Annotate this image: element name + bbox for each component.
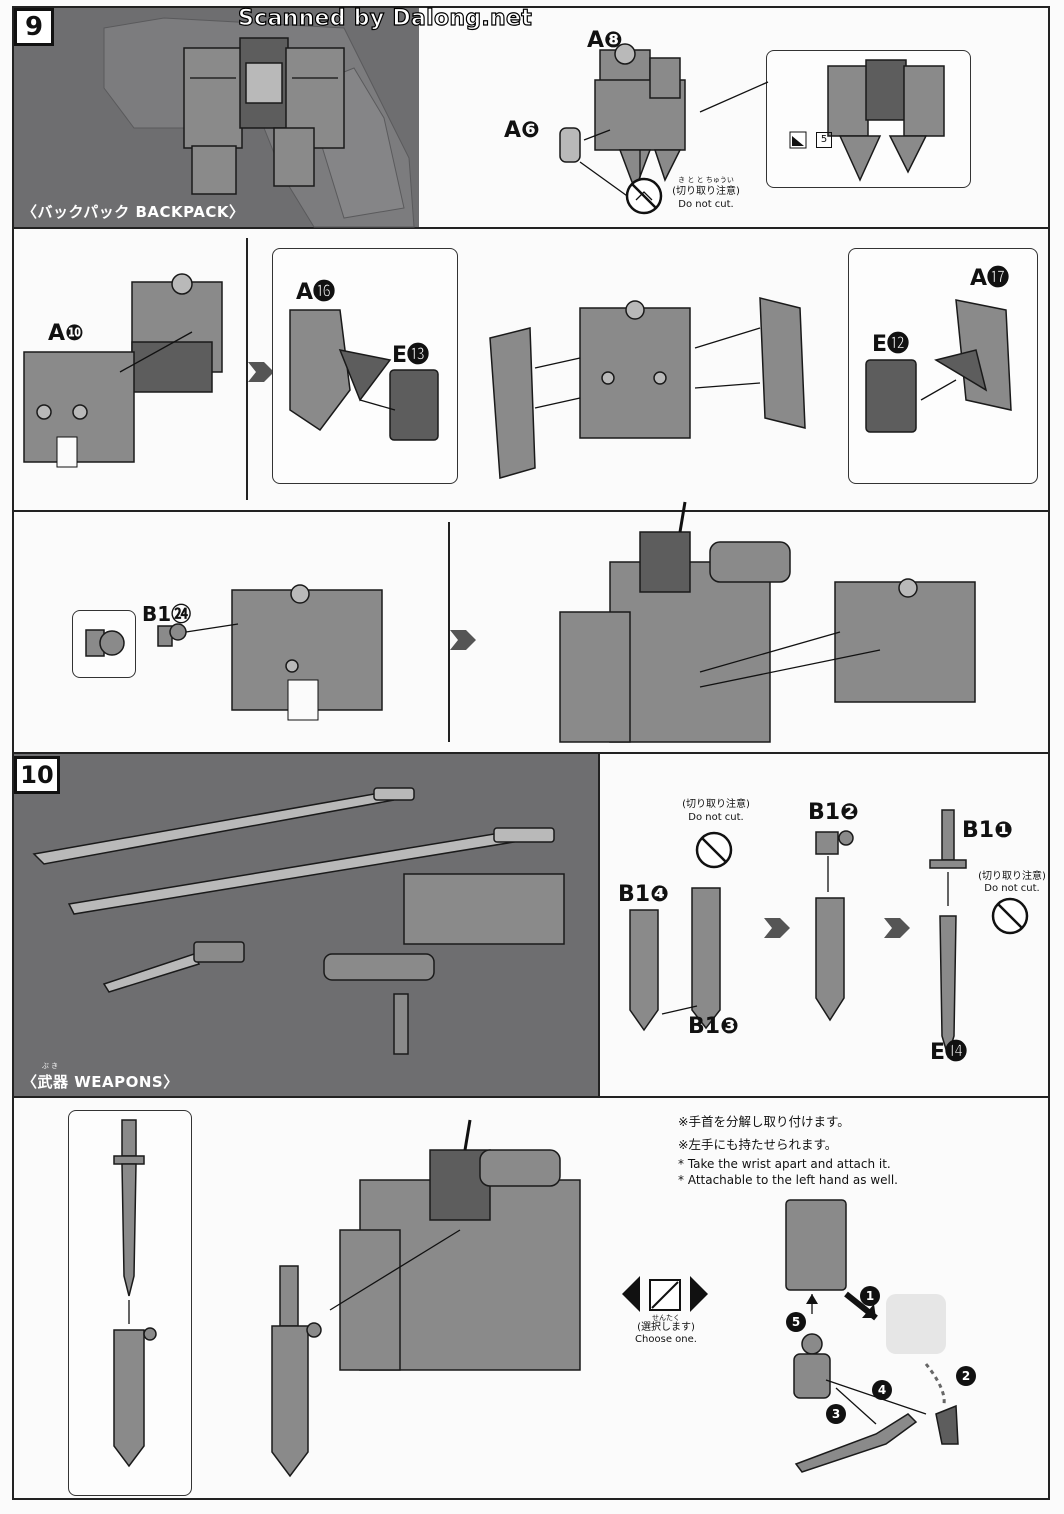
part-label: B1❸ — [688, 1014, 739, 1039]
part-label: E⓬ — [872, 332, 910, 357]
step-badge: 3 — [826, 1404, 846, 1424]
note-jp: ※手首を分解し取り付けます。 — [678, 1114, 850, 1129]
divider — [598, 752, 600, 1096]
part-label: E⓭ — [392, 343, 430, 368]
sticker-ref: 5 — [816, 132, 832, 148]
backpack-sticker-detail — [827, 59, 945, 182]
divider — [448, 522, 450, 742]
robot-sheath-install — [329, 1119, 581, 1371]
cut-note-en: Do not cut. — [984, 883, 1040, 894]
sheath-knife-assembled — [271, 1265, 322, 1478]
a16-e13-parts — [289, 309, 439, 441]
cut-note-en: Do not cut. — [688, 812, 744, 823]
cut-note: (切り取り注意) — [682, 799, 750, 810]
no-cut-icon — [991, 897, 1029, 935]
step-badge: 1 — [860, 1286, 880, 1306]
next-step-arrow — [764, 918, 790, 938]
sticker-icon — [789, 131, 807, 149]
part-label: A❻ — [504, 118, 540, 143]
part-label: E⓮ — [930, 1040, 968, 1065]
part-label: A⓱ — [970, 266, 1010, 291]
choose-note-en: Choose one. — [635, 1334, 697, 1345]
step-badge: 4 — [872, 1380, 892, 1400]
no-cut-icon — [695, 831, 733, 869]
callout-line — [699, 81, 769, 113]
watermark: Scanned by Dalong.net — [237, 5, 533, 31]
step-badge: 2 — [956, 1366, 976, 1386]
part-label: B1㉔ — [142, 602, 192, 626]
cut-note: (切り取り注意) — [978, 871, 1046, 882]
step-number: 10 — [14, 756, 60, 794]
sheath-with-b1-2 — [815, 830, 854, 1022]
part-label: B1❹ — [618, 882, 669, 907]
note-en: * Take the wrist apart and attach it. — [678, 1157, 891, 1171]
step-title: 〈バックパック BACKPACK〉 — [22, 203, 245, 221]
step-title: 〈武器 WEAPONS〉 — [22, 1073, 179, 1091]
part-label: B1❷ — [808, 800, 859, 825]
furigana: き と と ちゅうい — [678, 176, 734, 184]
choose-one-icon — [622, 1276, 708, 1312]
next-step-arrow — [884, 918, 910, 938]
divider — [246, 238, 248, 500]
choose-note: (選択します) — [637, 1322, 695, 1333]
knife-into-sheath — [113, 1119, 157, 1468]
next-step-arrow — [450, 630, 476, 650]
note-en: * Attachable to the left hand as well. — [678, 1173, 898, 1187]
furigana: ぶ き — [41, 1062, 59, 1070]
furigana: せんたく — [652, 1314, 680, 1322]
note-jp: ※左手にも持たせられます。 — [678, 1137, 838, 1152]
weapons-illustration — [32, 787, 565, 1055]
cut-note-en: Do not cut. — [678, 199, 734, 210]
step10-banner — [14, 754, 598, 1096]
backpack-b1-24 — [157, 584, 383, 721]
step-badge: 5 — [786, 1312, 806, 1332]
step9-banner — [14, 8, 419, 228]
divider — [12, 752, 1050, 754]
backpack-assembly-a10 — [23, 273, 223, 468]
divider — [12, 1096, 1050, 1098]
no-cut-icon — [625, 177, 663, 215]
cut-note: (切り取り注意) — [672, 186, 740, 197]
robot-backpack-install — [559, 501, 976, 743]
backpack-core-assembly — [489, 297, 806, 479]
b1-24-detail — [85, 629, 125, 657]
next-step-arrow — [248, 362, 274, 382]
part-label: B1❶ — [962, 818, 1013, 843]
part-label: A❿ — [48, 321, 84, 346]
backpack-core-part — [559, 43, 686, 199]
backpack-illustration — [103, 17, 415, 228]
part-label: A❽ — [587, 28, 623, 53]
sheath-halves — [629, 887, 721, 1032]
step-number: 9 — [14, 8, 54, 46]
knife-assembly — [929, 809, 967, 1059]
a17-e12-parts — [865, 299, 1012, 433]
part-label: A⓰ — [296, 280, 336, 305]
divider — [12, 510, 1050, 512]
hand-sequence — [785, 1199, 959, 1473]
divider — [12, 227, 1050, 229]
